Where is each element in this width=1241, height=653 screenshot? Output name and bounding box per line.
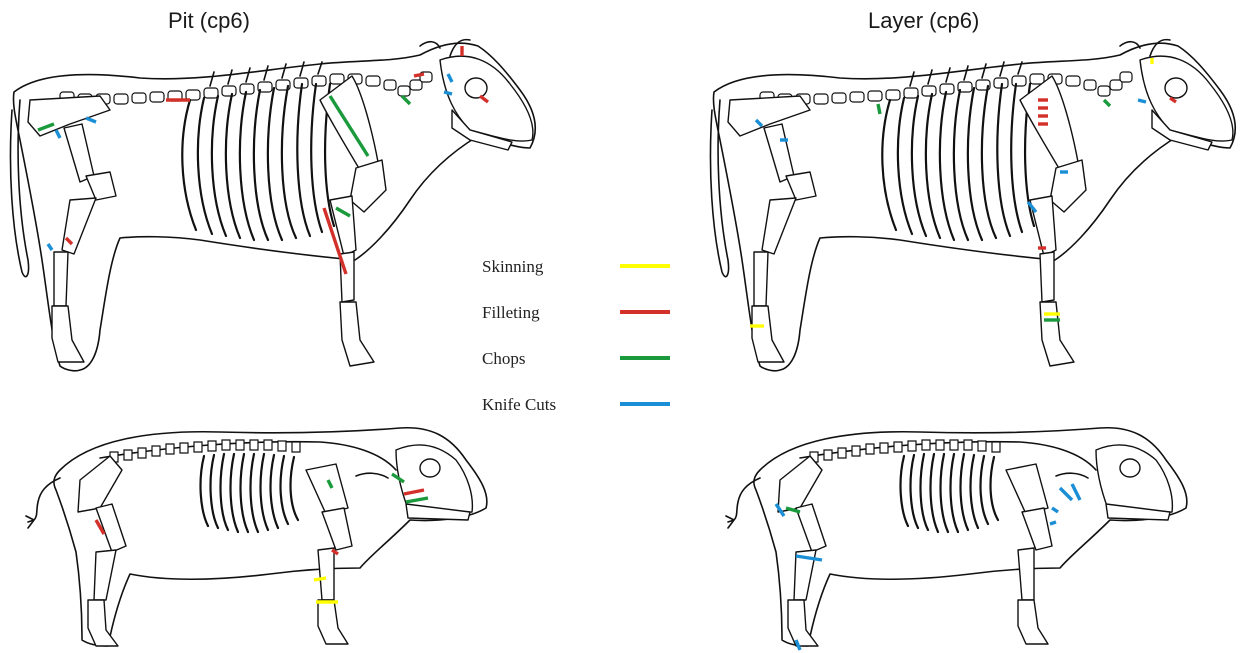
legend-label: Skinning [482,257,544,276]
legend-item: Skinning [482,257,670,276]
pit-pig-cut-marks [96,474,428,602]
layer-pig-skeleton [726,428,1187,650]
legend-label: Chops [482,349,525,368]
legend-item: Knife Cuts [482,395,670,414]
legend-item: Filleting [482,303,670,322]
layer-cattle-skeleton [710,40,1235,371]
pit-cattle-skeleton [10,40,535,371]
legend-label: Filleting [482,303,540,322]
legend-label: Knife Cuts [482,395,556,414]
pit-pig-skeleton [26,428,487,646]
legend-item: Chops [482,349,670,368]
